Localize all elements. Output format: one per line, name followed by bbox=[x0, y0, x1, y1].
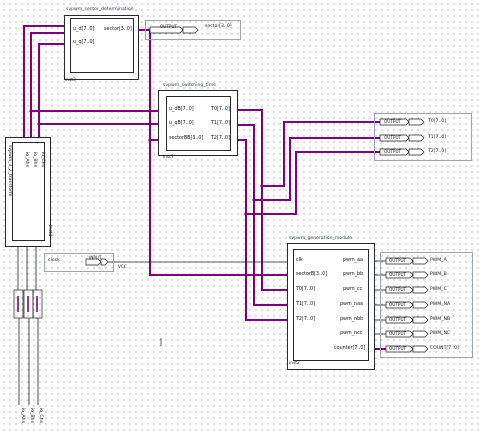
generation-input-t2: T2[7..0] bbox=[296, 317, 315, 322]
clock-input-vcc: VCC bbox=[118, 264, 127, 269]
sector-instance-label: inst3 bbox=[65, 78, 76, 83]
generation-input-t0: T0[7..0] bbox=[296, 287, 315, 292]
pwm-c-output-tag: OUTPUT bbox=[389, 287, 407, 292]
generation-output-pwm-ncc: pwm_ncc bbox=[340, 331, 363, 336]
clock-input-frame bbox=[44, 253, 114, 272]
pwm-nc-output-tag: OUTPUT bbox=[389, 331, 407, 336]
bottom-label-c: io_Chn bbox=[38, 408, 43, 424]
pwm-outputs-frame bbox=[380, 252, 473, 358]
bottom-label-b: io_Bhn bbox=[29, 408, 34, 424]
clock-input-tag: INPUT bbox=[89, 255, 102, 260]
pwm-nc-output-name: PWM_NC bbox=[430, 331, 451, 336]
switching-instance-label: inst7 bbox=[163, 155, 174, 160]
output-pin-shapes bbox=[85, 26, 429, 353]
count-output-name: COUNT[7..0] bbox=[430, 346, 459, 351]
clarke-pin-a: io_Ahn bbox=[24, 152, 29, 168]
clarke-pin-c: io_Chn bbox=[40, 152, 45, 168]
switching-output-t0: T0[7..0] bbox=[211, 107, 230, 112]
switching-block-inner bbox=[166, 96, 231, 151]
pwm-nb-output-tag: OUTPUT bbox=[389, 317, 407, 322]
bottom-label-a: io_Ahn bbox=[20, 408, 25, 424]
clock-input-name: clock bbox=[48, 258, 60, 263]
bus-wires bbox=[23, 25, 387, 350]
generation-output-pwm-bb: pwm_bb bbox=[343, 272, 364, 277]
sector-output-name: sector[3..0] bbox=[205, 24, 232, 29]
sector-block-inner bbox=[70, 18, 134, 73]
t2-output-tag: OUTPUT bbox=[384, 149, 402, 154]
generation-input-t1: T1[7..0] bbox=[296, 302, 315, 307]
t2-output-name: T2[7..0] bbox=[428, 149, 447, 154]
pwm-nb-output-name: PWM_NB bbox=[430, 317, 451, 322]
switching-output-t1: T1[7..0] bbox=[211, 121, 230, 126]
generation-block-title: svpwm_generation_module bbox=[289, 236, 353, 241]
switching-input-uqb: u_qB[7..0] bbox=[169, 121, 194, 126]
pwm-a-output-tag: OUTPUT bbox=[389, 258, 407, 263]
t0-output-tag: OUTPUT bbox=[384, 119, 402, 124]
junction-dots bbox=[29, 28, 264, 216]
t-outputs-frame bbox=[374, 113, 472, 161]
pwm-b-output-name: PWM_B bbox=[430, 272, 447, 277]
pwm-na-output-tag: OUTPUT bbox=[389, 302, 407, 307]
sector-output-tag: OUTPUT bbox=[160, 24, 178, 29]
generation-output-pwm-cc: pwm_cc bbox=[343, 287, 363, 292]
switching-input-sectorbb: sectorBB[3..0] bbox=[169, 136, 204, 141]
switching-block-title: svpwm_switching_time bbox=[163, 83, 217, 88]
sector-output-frame bbox=[145, 20, 241, 40]
signal-wires bbox=[17, 245, 386, 405]
clarke-block-inner bbox=[12, 142, 45, 241]
sector-block-title: svpwm_sector_determination bbox=[66, 7, 134, 12]
generation-block-inner bbox=[293, 249, 369, 361]
generation-input-sectorb: sectorB[3..0] bbox=[296, 272, 328, 277]
switching-input-udb: u_dB[7..0] bbox=[169, 107, 194, 112]
clarke-pin-b: io_Bhn bbox=[32, 152, 37, 168]
count-output-tag: OUTPUT bbox=[389, 346, 407, 351]
clarke-block-title: svpwm_3_2_transform bbox=[7, 145, 12, 197]
switching-output-t2: T2[7..0] bbox=[211, 136, 230, 141]
t1-output-tag: OUTPUT bbox=[384, 135, 402, 140]
t1-output-name: T1[7..0] bbox=[428, 135, 447, 140]
sector-output-sector: sector[3..0] bbox=[104, 27, 132, 32]
generation-output-counter: counter[7..0] bbox=[334, 346, 366, 351]
pwm-b-output-tag: OUTPUT bbox=[389, 272, 407, 277]
generation-output-pwm-aa: pwm_aa bbox=[343, 258, 363, 263]
pwm-a-output-name: PWM_A bbox=[430, 258, 447, 263]
generation-instance-label: inst2 bbox=[289, 361, 300, 366]
generation-output-pwm-naa: pwm_naa bbox=[340, 302, 363, 307]
generation-input-clk: clk bbox=[296, 258, 303, 263]
generation-output-pwm-nbb: pwm_nbb bbox=[340, 317, 364, 322]
sector-input-uq: u_q[7..0] bbox=[73, 40, 95, 45]
pwm-c-output-name: PWM_C bbox=[430, 287, 447, 292]
bottom-input-pins bbox=[13, 289, 43, 319]
sector-input-ud: u_d[7..0] bbox=[73, 27, 95, 32]
t0-output-name: T0[7..0] bbox=[428, 119, 447, 124]
clarke-instance-label: inst4 bbox=[47, 225, 52, 237]
pwm-na-output-name: PWM_NA bbox=[430, 302, 451, 307]
